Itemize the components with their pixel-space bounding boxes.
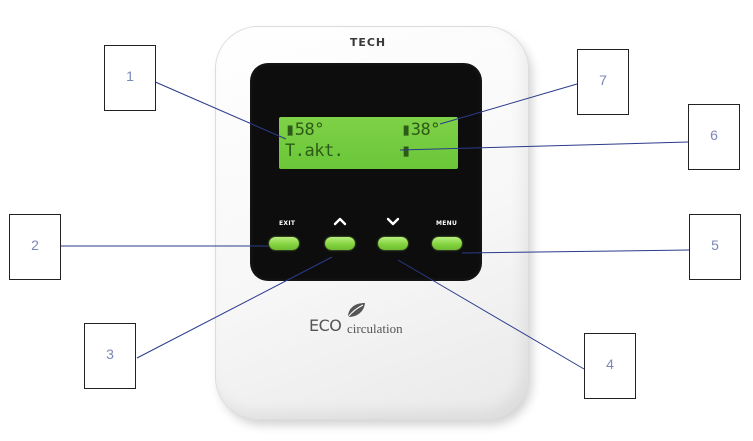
callout-line-4: [397, 259, 585, 370]
exit-label: EXIT: [279, 220, 296, 227]
exit-button[interactable]: [269, 237, 299, 250]
callout-line-7: [439, 83, 578, 125]
lcd-display: ▮58° ▮38° T.akt. ▮: [279, 117, 458, 169]
down-button[interactable]: [378, 237, 408, 250]
callout-6: 6: [688, 104, 740, 170]
display-mode-text: T.akt.: [285, 141, 344, 161]
callout-3: 3: [84, 323, 136, 389]
callout-4: 4: [584, 333, 636, 399]
display-pump-indicator: ▮: [401, 141, 411, 161]
callout-line-3: [136, 256, 333, 359]
menu-button[interactable]: [432, 237, 462, 250]
eco-circulation-logo: ECO circulation: [309, 300, 439, 340]
callout-2: 2: [9, 214, 61, 280]
up-button[interactable]: [325, 237, 355, 250]
callout-7: 7: [577, 49, 629, 115]
callout-5: 5: [689, 214, 741, 280]
brand-logo: TECH: [349, 36, 387, 49]
display-temperature-left: ▮58°: [285, 120, 324, 140]
menu-label: MENU: [436, 220, 458, 227]
display-temperature-right: ▮38°: [401, 120, 440, 140]
leaf-icon: [347, 303, 365, 318]
callout-line-1: [152, 80, 287, 140]
callout-1: 1: [104, 45, 156, 111]
callout-line-5: [461, 249, 690, 254]
callout-line-6: [399, 141, 689, 151]
logo-eco-text: ECO: [309, 316, 342, 335]
logo-circulation-text: circulation: [347, 321, 403, 336]
chevron-down-icon: [386, 217, 400, 226]
chevron-up-icon: [333, 217, 347, 226]
